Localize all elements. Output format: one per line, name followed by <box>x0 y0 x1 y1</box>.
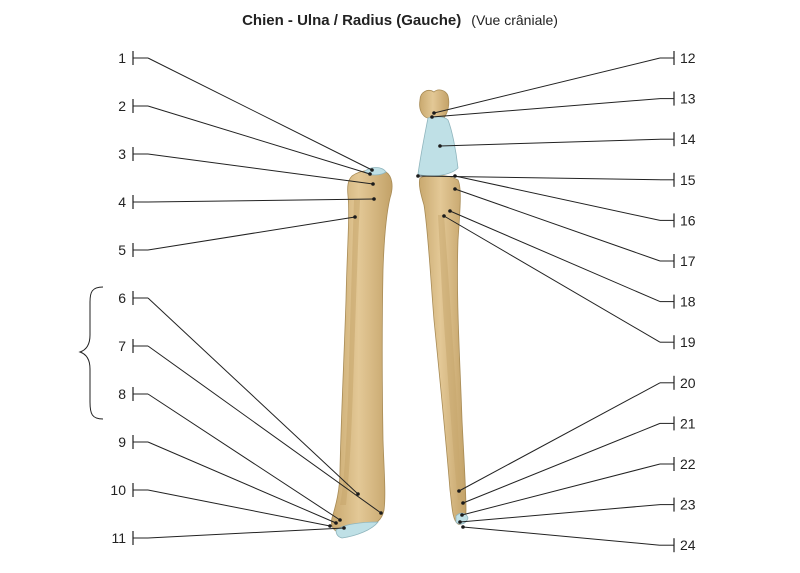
leader-line-10 <box>147 489 331 527</box>
leader-dot-23 <box>458 520 462 524</box>
leader-dot-6 <box>356 492 360 496</box>
leader-dot-7 <box>379 511 383 515</box>
left-bone <box>331 167 393 539</box>
title-subtitle: (Vue crâniale) <box>471 12 558 28</box>
leader-dot-4 <box>372 197 376 201</box>
right-leaders: 12 13 14 15 16 17 18 19 20 21 22 23 24 <box>416 50 696 553</box>
leader-dot-17 <box>453 187 457 191</box>
leader-dot-24 <box>461 525 465 529</box>
leader-line-11 <box>147 527 345 539</box>
leader-dot-21 <box>461 501 465 505</box>
label-13: 13 <box>680 91 696 107</box>
label-5: 5 <box>118 242 126 258</box>
leader-dot-15 <box>416 174 420 178</box>
right-bone-shaft-shading <box>438 215 462 500</box>
right-bone-articular-cartilage <box>417 116 459 177</box>
leader-line-24 <box>462 526 661 546</box>
left-bone-proximal-cartilage <box>363 167 387 176</box>
leader-dot-19 <box>442 214 446 218</box>
leader-line-9 <box>147 441 337 524</box>
leader-dot-20 <box>457 489 461 493</box>
leader-dot-16 <box>453 174 457 178</box>
leader-line-3 <box>147 153 374 185</box>
label-24: 24 <box>680 537 696 553</box>
label-18: 18 <box>680 294 696 310</box>
label-17: 17 <box>680 253 696 269</box>
leader-dot-5 <box>353 215 357 219</box>
leader-dot-18 <box>448 209 452 213</box>
leader-line-23 <box>459 504 661 523</box>
label-23: 23 <box>680 497 696 513</box>
leader-dot-9 <box>334 521 338 525</box>
label-11: 11 <box>111 530 126 546</box>
label-20: 20 <box>680 375 696 391</box>
leader-dot-22 <box>460 513 464 517</box>
label-14: 14 <box>680 131 696 147</box>
left-bone-distal-cartilage <box>335 521 379 539</box>
leader-line-4 <box>147 198 375 203</box>
label-3: 3 <box>118 146 126 162</box>
left-bone-shaft-shading <box>340 200 360 505</box>
leader-line-17 <box>454 188 661 262</box>
leader-line-7 <box>147 345 382 514</box>
right-bone-olecranon <box>419 89 450 120</box>
label-2: 2 <box>118 98 126 114</box>
label-4: 4 <box>118 194 126 210</box>
label-12: 12 <box>680 50 696 66</box>
label-19: 19 <box>680 334 696 350</box>
label-22: 22 <box>680 456 696 472</box>
leader-line-8 <box>147 393 341 521</box>
label-8: 8 <box>118 386 126 402</box>
label-7: 7 <box>118 338 126 354</box>
leader-line-18 <box>449 210 661 303</box>
title-main: Chien - Ulna / Radius (Gauche) <box>242 12 462 29</box>
label-6: 6 <box>118 290 126 306</box>
label-1: 1 <box>118 50 126 66</box>
label-15: 15 <box>680 172 696 188</box>
leader-line-20 <box>458 382 661 492</box>
leader-dot-3 <box>371 182 375 186</box>
leader-line-1 <box>147 57 373 171</box>
leader-dot-12 <box>432 111 436 115</box>
leader-dot-8 <box>338 518 342 522</box>
leader-dot-13 <box>430 115 434 119</box>
leader-line-2 <box>147 105 371 175</box>
leader-line-12 <box>433 57 661 114</box>
leader-line-13 <box>431 98 661 118</box>
label-10: 10 <box>110 482 126 498</box>
leader-dot-2 <box>368 172 372 176</box>
leader-line-6 <box>147 297 359 495</box>
leader-dot-1 <box>370 168 374 172</box>
label-21: 21 <box>680 415 696 431</box>
leader-dot-14 <box>438 144 442 148</box>
label-16: 16 <box>680 212 696 228</box>
left-leaders: 1 2 3 4 5 6 7 8 9 10 11 <box>110 50 383 546</box>
leader-dot-10 <box>328 524 332 528</box>
leader-line-5 <box>147 216 356 251</box>
group-bracket <box>78 286 104 420</box>
leader-line-19 <box>443 215 661 343</box>
leader-line-16 <box>454 175 661 221</box>
leader-line-22 <box>461 463 661 516</box>
leader-dot-11 <box>342 526 346 530</box>
right-bone <box>417 89 469 525</box>
leader-line-21 <box>462 422 661 504</box>
leader-line-14 <box>439 138 661 147</box>
label-9: 9 <box>118 434 126 450</box>
diagram-title: Chien - Ulna / Radius (Gauche) (Vue crâni… <box>0 12 800 29</box>
